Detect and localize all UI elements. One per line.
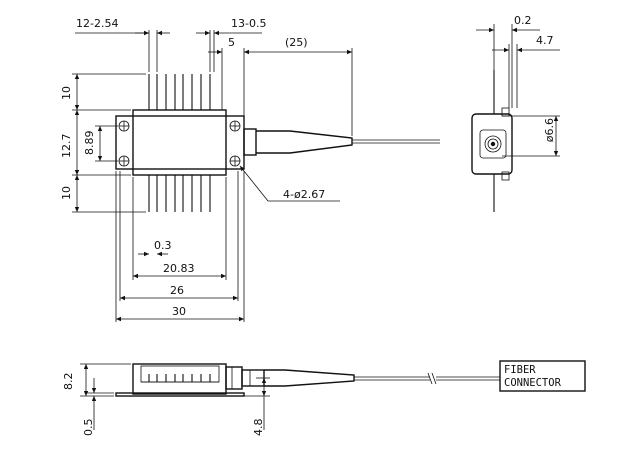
dim-nose-diameter: ø6.6 [543,118,556,142]
dim-body-width: 26 [170,284,184,297]
elevation-view: FIBER CONNECTOR 8.2 0.5 4.8 [62,360,586,437]
dim-bottom-lead-length: 10 [60,186,73,200]
dim-pin-gap: 0.3 [154,239,172,252]
fiber-connector-label-line1: FIBER [504,364,536,376]
bottom-leads [148,175,211,212]
end-body [471,113,513,175]
fiber-nose [243,128,257,156]
dim-flange-width: 30 [172,305,186,318]
fiber-boot [256,130,353,154]
package-flange [115,115,245,170]
dim-side-thickness: 0.2 [514,14,532,27]
dim-top-lead-length: 10 [60,86,73,100]
fiber-port-icon [484,135,502,153]
mount-hole [118,155,130,167]
mount-hole [118,120,130,132]
dim-hole-spacing: 8.89 [83,131,96,156]
fiber-connector-label-line2: CONNECTOR [504,377,562,389]
package-body [132,109,227,176]
dim-fiber-length: (25) [285,36,308,49]
elevation-body [132,363,227,395]
dim-pin-span: 20.83 [163,262,195,275]
top-leads [148,74,211,110]
mount-hole [229,120,241,132]
dim-pin-offset: 5 [228,36,235,49]
dim-mount-holes: 4-ø2.67 [283,188,325,201]
dim-fiber-axis-height: 4.8 [252,419,265,437]
dim-flange-thickness: 0.5 [82,419,95,437]
dim-pin-pitch: 12-2.54 [76,17,118,30]
dim-side-depth: 4.7 [536,34,554,47]
dim-pin-width: 13-0.5 [231,17,266,30]
dim-package-height: 8.2 [62,373,75,391]
top-view: 12-2.54 13-0.5 5 (25) 10 12.7 8.89 10 4 [60,17,440,322]
mount-hole [229,155,241,167]
dim-body-height: 12.7 [60,134,73,159]
end-view: 0.2 4.7 ø6.6 [471,14,560,212]
fiber-connector-box [499,360,586,392]
